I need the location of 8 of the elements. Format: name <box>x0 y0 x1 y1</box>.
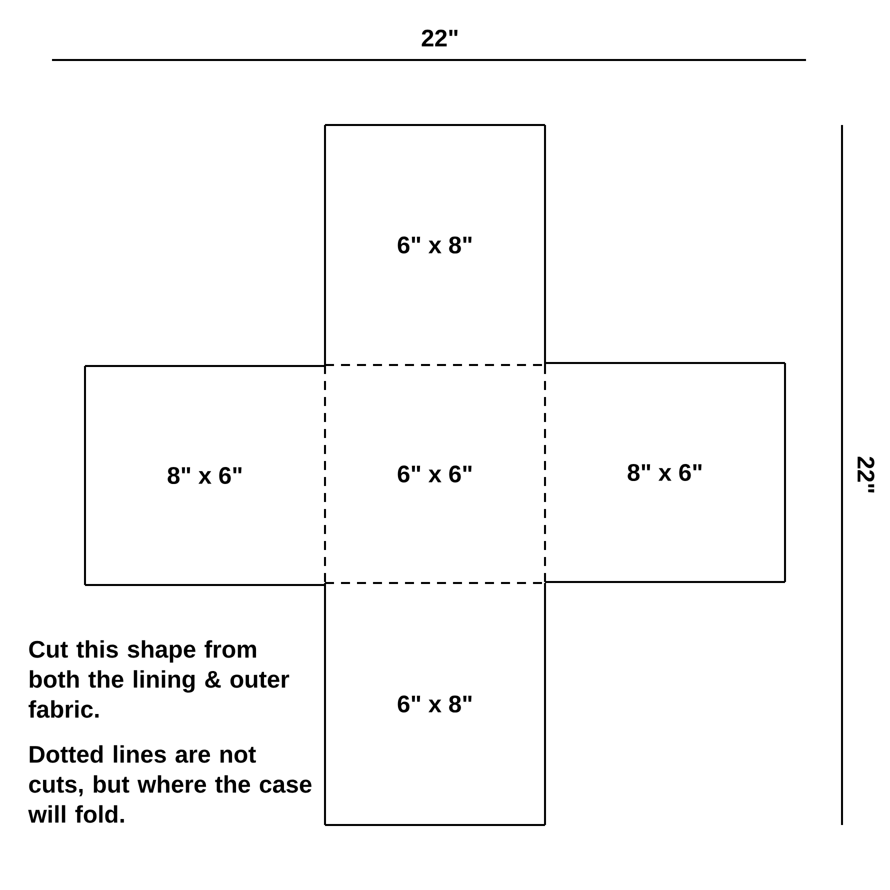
dimension-label: 22" <box>858 456 874 492</box>
fabric-panel: 8" x 6" <box>84 365 325 586</box>
fabric-panel: 6" x 8" <box>324 583 546 826</box>
fold-square: 6" x 6" <box>324 364 546 584</box>
instruction-note: Cut this shape from both the lining & outer fabric. <box>28 640 290 718</box>
fabric-panel: 8" x 6" <box>545 362 786 583</box>
dimension-label: 22" <box>422 30 458 46</box>
fabric-panel: 6" x 8" <box>324 124 546 365</box>
